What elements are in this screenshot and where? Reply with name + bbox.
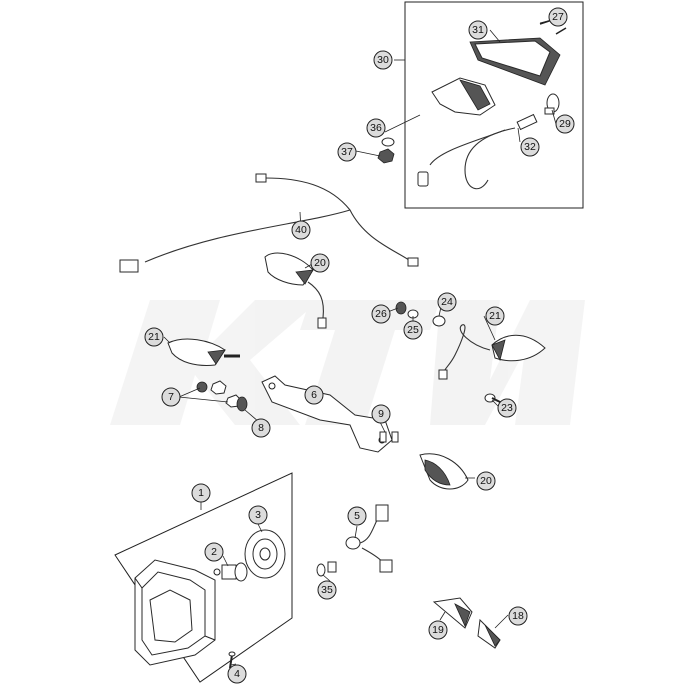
callout-37: 37 xyxy=(337,142,357,162)
callout-20-lower: 20 xyxy=(476,471,496,491)
svg-text:40: 40 xyxy=(295,224,307,236)
turn-signal-front-left[interactable] xyxy=(167,338,240,366)
callout-32: 32 xyxy=(520,137,540,157)
callout-7: 7 xyxy=(161,387,181,407)
tail-light-housing[interactable] xyxy=(431,77,496,116)
svg-text:24: 24 xyxy=(441,296,453,308)
callout-25: 25 xyxy=(403,320,423,340)
svg-text:21: 21 xyxy=(489,310,501,322)
svg-text:25: 25 xyxy=(407,324,419,336)
tail-light-lens[interactable] xyxy=(469,37,561,86)
bulb-socket[interactable] xyxy=(345,504,393,573)
svg-text:8: 8 xyxy=(258,422,264,434)
callout-35: 35 xyxy=(317,580,337,600)
svg-text:27: 27 xyxy=(552,11,564,23)
callout-8: 8 xyxy=(251,418,271,438)
tail-light-group-box xyxy=(404,1,584,209)
svg-text:5: 5 xyxy=(354,510,360,522)
callout-27: 27 xyxy=(548,7,568,27)
svg-text:9: 9 xyxy=(378,408,384,420)
callout-31: 31 xyxy=(468,20,488,40)
svg-text:2: 2 xyxy=(211,546,217,558)
svg-text:26: 26 xyxy=(375,308,387,320)
svg-text:35: 35 xyxy=(321,584,333,596)
callout-30: 30 xyxy=(373,50,393,70)
nut-7a[interactable] xyxy=(196,381,208,393)
callout-4: 4 xyxy=(227,664,247,684)
callout-21-left: 21 xyxy=(144,327,164,347)
callout-29: 29 xyxy=(555,114,575,134)
washer-36[interactable] xyxy=(381,137,395,147)
leader-lines xyxy=(163,16,564,666)
turn-signal-rear-right[interactable] xyxy=(419,453,469,490)
callout-1: 1 xyxy=(191,483,211,503)
svg-text:19: 19 xyxy=(432,624,444,636)
callout-2: 2 xyxy=(204,542,224,562)
tail-bulb[interactable] xyxy=(544,93,560,115)
tail-socket-cable[interactable] xyxy=(417,113,538,190)
callout-18: 18 xyxy=(508,606,528,626)
callout-3: 3 xyxy=(248,505,268,525)
svg-text:7: 7 xyxy=(168,391,174,403)
svg-text:21: 21 xyxy=(148,331,160,343)
headlight-bulb[interactable] xyxy=(213,562,248,582)
washer-24[interactable] xyxy=(432,315,446,327)
svg-text:31: 31 xyxy=(472,24,484,36)
svg-text:30: 30 xyxy=(377,54,389,66)
svg-text:20: 20 xyxy=(314,257,326,269)
callout-23: 23 xyxy=(497,398,517,418)
svg-text:6: 6 xyxy=(311,389,317,401)
callout-6: 6 xyxy=(304,385,324,405)
nut-7b[interactable] xyxy=(210,380,227,395)
svg-text:1: 1 xyxy=(198,487,204,499)
svg-text:23: 23 xyxy=(501,402,513,414)
svg-text:4: 4 xyxy=(234,668,240,680)
svg-text:29: 29 xyxy=(559,118,571,130)
svg-text:37: 37 xyxy=(341,146,353,158)
callout-21-right: 21 xyxy=(485,306,505,326)
callout-40: 40 xyxy=(291,220,311,240)
headlight-screw[interactable] xyxy=(228,651,236,669)
headlight-cap[interactable] xyxy=(244,529,286,579)
callout-36: 36 xyxy=(366,118,386,138)
screw-9[interactable] xyxy=(379,431,399,443)
callout-26: 26 xyxy=(371,304,391,324)
callout-9: 9 xyxy=(371,404,391,424)
cover-19[interactable] xyxy=(432,597,473,629)
svg-text:36: 36 xyxy=(370,122,382,134)
grommet-26[interactable] xyxy=(395,301,407,315)
svg-text:3: 3 xyxy=(255,509,261,521)
wiring-harness[interactable] xyxy=(119,173,419,273)
callout-20-top: 20 xyxy=(310,253,330,273)
callout-24: 24 xyxy=(437,292,457,312)
nut-37[interactable] xyxy=(377,148,395,164)
grommet-8[interactable] xyxy=(236,396,248,412)
bulb-35[interactable] xyxy=(316,561,337,577)
callout-5: 5 xyxy=(347,506,367,526)
svg-text:18: 18 xyxy=(512,610,524,622)
cover-18[interactable] xyxy=(477,618,501,649)
turn-signal-rear-left[interactable] xyxy=(264,252,327,329)
svg-text:32: 32 xyxy=(524,141,536,153)
turn-signal-front-right[interactable] xyxy=(438,324,546,380)
svg-text:20: 20 xyxy=(480,475,492,487)
callout-19: 19 xyxy=(428,620,448,640)
headlight-housing[interactable] xyxy=(134,559,216,666)
